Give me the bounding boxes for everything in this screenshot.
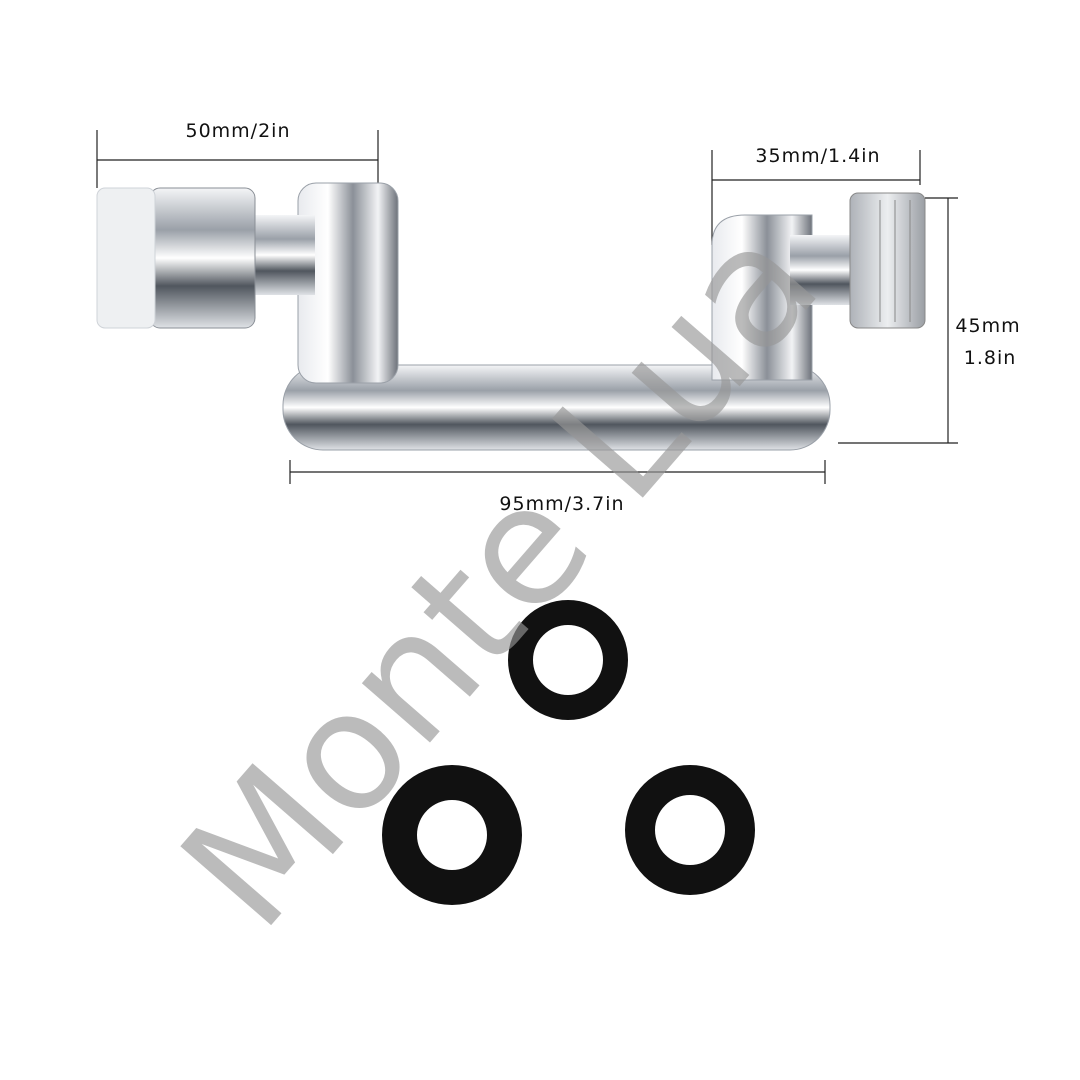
washer [508,600,628,720]
aerator-width-label: 50mm/2in [185,120,291,142]
dimension-lines [96,130,958,484]
washer [625,765,755,895]
faucet [96,182,926,451]
total-length-label: 95mm/3.7in [499,493,625,515]
height-mm-label: 45mm [955,315,1021,337]
height-in-label: 1.8in [963,347,1017,369]
connector-width-label: 35mm/1.4in [755,145,881,167]
washers [382,600,755,905]
washer [382,765,522,905]
